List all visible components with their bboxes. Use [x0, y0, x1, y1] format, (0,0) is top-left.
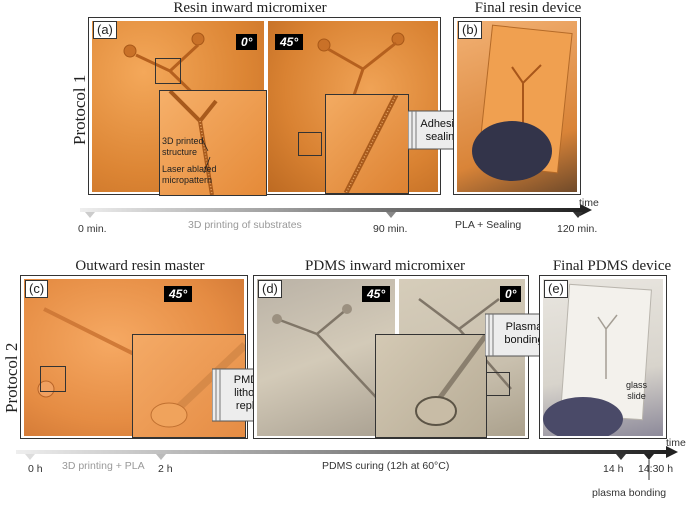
panel-e-label: (e): [544, 280, 568, 298]
final-pdms-title: Final PDMS device: [552, 258, 672, 274]
zoom-box-d: [486, 372, 510, 396]
t3-label-2: 14:30 h: [638, 463, 674, 475]
panel-e-photo: [543, 279, 663, 436]
resin-inward-title: Resin inward micromixer: [173, 0, 327, 16]
phase2-label-2: PDMS curing (12h at 60°C): [322, 460, 450, 472]
callout-laser-line1: Laser ablated: [162, 164, 217, 174]
pdms-device-graphic: [543, 283, 652, 436]
t1-label-1: 90 min.: [373, 223, 408, 235]
zoom-channel-2: [343, 95, 399, 193]
glass-slide-callout: glass slide: [626, 380, 647, 402]
angle-badge-0: 0°: [236, 34, 258, 50]
panel-a2-zoom-inset: [325, 94, 409, 194]
panel-b-photo: [457, 21, 577, 192]
phase1-label-2: 3D printing + PLA: [62, 460, 145, 472]
panel-d-label: (d): [258, 280, 282, 298]
zoom-post: [150, 342, 245, 428]
panel-a-label: (a): [93, 21, 117, 39]
protocol-2-label: Protocol 2: [2, 342, 21, 413]
t0-label-1: 0 min.: [78, 223, 107, 235]
zoom-box-a: [155, 58, 181, 84]
arrow-adhesive-line2: sealing: [425, 131, 461, 143]
zoom-box-c: [40, 366, 66, 392]
phase2-label-1: PLA + Sealing: [455, 219, 522, 231]
callout-laser: Laser ablated micropattern: [162, 164, 217, 186]
panel-d-photo-45deg: [257, 279, 395, 436]
zoom-well: [415, 335, 486, 426]
panel-b-label: (b): [458, 21, 482, 39]
t2-label-1: 120 min.: [557, 223, 598, 235]
time-axis-label-2: time: [666, 437, 686, 449]
callout-3d-printed-line1: 3D printed: [162, 136, 204, 146]
phase1-label-1: 3D printing of substrates: [188, 219, 302, 231]
arrow-d-line1: Plasma: [505, 321, 543, 333]
pdms-inward-title: PDMS inward micromixer: [305, 258, 465, 274]
angle-badge-45-d: 45°: [362, 286, 391, 302]
outward-master-title: Outward resin master: [75, 258, 205, 274]
glass-line1: glass: [626, 380, 648, 390]
final-resin-title: Final resin device: [474, 0, 582, 16]
time-axis-label-1: time: [579, 197, 599, 209]
resin-device-graphic: [472, 24, 573, 181]
arrow-d-line2: bonding: [504, 334, 544, 346]
glass-line2: slide: [627, 391, 646, 401]
callout-3d-printed-line2: structure: [162, 147, 198, 157]
t1-label-2: 2 h: [158, 463, 173, 475]
arrow-plasma-text: Plasma bonding: [494, 321, 554, 347]
timeline-1: [80, 204, 592, 218]
timeline-2: [16, 446, 678, 480]
panel-d-zoom-inset: [375, 334, 487, 438]
angle-badge-45: 45°: [275, 34, 304, 50]
callout-3d-printed: 3D printed structure: [162, 136, 204, 158]
angle-badge-0-d: 0°: [500, 286, 522, 302]
protocol-1-label: Protocol 1: [70, 74, 89, 145]
zoom-box-a2: [298, 132, 322, 156]
panel-a-zoom-inset: [159, 90, 267, 196]
t2-label-2: 14 h: [603, 463, 624, 475]
t0-label-2: 0 h: [28, 463, 43, 475]
panel-c-label: (c): [25, 280, 49, 298]
plasma-bonding-note: plasma bonding: [592, 487, 667, 499]
callout-laser-line2: micropattern: [162, 175, 213, 185]
zoom-channel: [168, 91, 218, 195]
angle-badge-45-c: 45°: [164, 286, 193, 302]
